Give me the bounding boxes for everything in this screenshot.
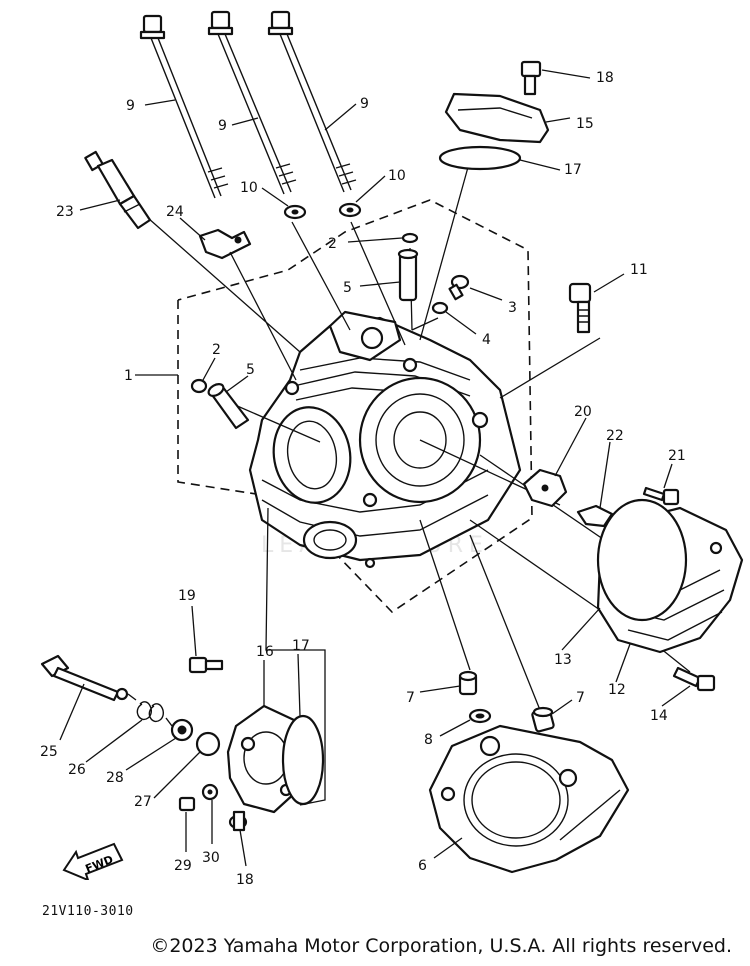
plate-22 bbox=[576, 504, 614, 528]
callout-9: 9 bbox=[218, 118, 227, 134]
callout-10: 10 bbox=[240, 180, 258, 196]
oil-seal-27 bbox=[195, 731, 221, 757]
callout-13: 13 bbox=[554, 652, 572, 668]
copyright-notice: ©2023 Yamaha Motor Corporation, U.S.A. A… bbox=[150, 935, 732, 957]
callout-24: 24 bbox=[166, 204, 184, 220]
callout-labels: 9 9 9 10 10 2 5 3 4 11 18 15 17 1 2 5 23… bbox=[40, 70, 686, 888]
callout-8: 8 bbox=[424, 732, 433, 748]
head-bolt-left bbox=[139, 14, 222, 199]
bolt-14 bbox=[672, 666, 716, 692]
torsion-spring bbox=[127, 693, 173, 727]
valve-guide-left bbox=[207, 383, 250, 430]
bolt-18-top bbox=[520, 60, 542, 96]
callout-21: 21 bbox=[668, 448, 686, 464]
callout-26: 26 bbox=[68, 762, 86, 778]
bolt-18-lower bbox=[228, 810, 248, 832]
callout-15: 15 bbox=[576, 116, 594, 132]
spark-plug bbox=[84, 150, 152, 230]
dowel-pin-left bbox=[458, 670, 478, 696]
callout-7: 7 bbox=[406, 690, 415, 706]
valve-guide-top bbox=[397, 248, 419, 302]
callout-1: 1 bbox=[124, 368, 133, 384]
callout-19: 19 bbox=[178, 588, 196, 604]
decomp-lever-shaft bbox=[40, 654, 129, 702]
callout-4: 4 bbox=[482, 332, 491, 348]
head-bolt-right bbox=[267, 10, 352, 193]
circlip-top bbox=[401, 232, 419, 244]
o-ring-lower bbox=[281, 714, 325, 806]
plug-cap-bracket bbox=[198, 228, 252, 260]
callout-11: 11 bbox=[630, 262, 648, 278]
assembly-boundary bbox=[177, 199, 533, 614]
callout-7: 7 bbox=[576, 690, 585, 706]
callout-16: 16 bbox=[256, 644, 274, 660]
callout-5: 5 bbox=[246, 362, 255, 378]
plug-29 bbox=[178, 796, 196, 812]
washer-4 bbox=[431, 301, 449, 315]
callout-20: 20 bbox=[574, 404, 592, 420]
callout-18: 18 bbox=[596, 70, 614, 86]
fwd-arrow-icon: FWD bbox=[62, 842, 124, 880]
cylinder-head bbox=[248, 310, 522, 569]
callout-12: 12 bbox=[608, 682, 626, 698]
callout-29: 29 bbox=[174, 858, 192, 874]
callout-28: 28 bbox=[106, 770, 124, 786]
bolt-21 bbox=[642, 486, 680, 506]
callout-3: 3 bbox=[508, 300, 517, 316]
callout-17: 17 bbox=[292, 638, 310, 654]
callout-25: 25 bbox=[40, 744, 58, 760]
circlip-left bbox=[190, 378, 208, 394]
callout-2: 2 bbox=[328, 236, 337, 252]
bolt-11 bbox=[568, 282, 592, 334]
cam-housing-cover bbox=[444, 92, 550, 144]
callout-10: 10 bbox=[388, 168, 406, 184]
callout-2: 2 bbox=[212, 342, 221, 358]
callout-6: 6 bbox=[418, 858, 427, 874]
callout-30: 30 bbox=[202, 850, 220, 866]
leader-lines bbox=[59, 69, 691, 867]
breather-plate bbox=[522, 468, 568, 508]
bolt-19 bbox=[188, 656, 224, 674]
dowel-pin-right bbox=[531, 706, 555, 733]
diagram-reference-code: 21V110-3010 bbox=[42, 904, 134, 919]
screw-3 bbox=[448, 274, 470, 301]
callout-23: 23 bbox=[56, 204, 74, 220]
callout-22: 22 bbox=[606, 428, 624, 444]
callout-17: 17 bbox=[564, 162, 582, 178]
callout-9: 9 bbox=[126, 98, 135, 114]
callout-14: 14 bbox=[650, 708, 668, 724]
callout-9: 9 bbox=[360, 96, 369, 112]
o-ring-top bbox=[438, 145, 522, 171]
tappet-gasket bbox=[596, 498, 688, 622]
callout-18: 18 bbox=[236, 872, 254, 888]
callout-5: 5 bbox=[343, 280, 352, 296]
callout-27: 27 bbox=[134, 794, 152, 810]
cylinder-base-gasket bbox=[428, 724, 630, 874]
head-bolt-middle bbox=[207, 10, 292, 195]
